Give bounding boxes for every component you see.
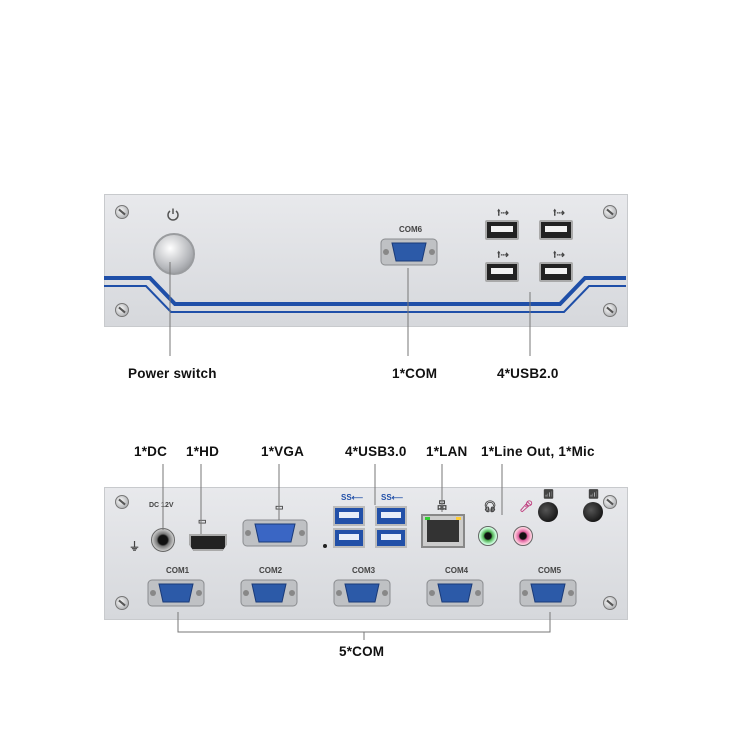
screw-icon (115, 495, 129, 509)
com3-silkscreen: COM3 (352, 566, 376, 575)
com-label: 1*COM (392, 366, 438, 381)
headphone-icon: 🎧︎ (483, 501, 497, 513)
com-group-label: 5*COM (339, 644, 385, 659)
vga-icon: ▭ (275, 502, 284, 512)
indicator-dot (323, 544, 327, 548)
power-icon (166, 207, 180, 221)
dc-label: 1*DC (134, 444, 168, 459)
vga-port[interactable] (242, 518, 308, 548)
dc-jack[interactable] (151, 528, 175, 552)
screw-icon (603, 596, 617, 610)
usb-icon: ⭫⇢ (553, 208, 565, 219)
back-panel: ⏚ DC 12V ▭ ▭ SS⟵ SS⟵ 品 🎧︎ 🎤︎ 📶︎ 📶︎ COM1 … (104, 487, 628, 620)
line-out-jack[interactable] (478, 526, 498, 546)
screw-icon (115, 596, 129, 610)
com6-silkscreen: COM6 (399, 225, 423, 234)
hd-label: 1*HD (186, 444, 220, 459)
wifi-icon: 📶︎ (543, 489, 555, 499)
ground-icon: ⏚ (129, 541, 140, 553)
usb3-label: 4*USB3.0 (345, 444, 407, 459)
usb-icon: ⭫⇢ (497, 250, 509, 261)
usb-icon: ⭫⇢ (553, 250, 565, 261)
vga-label: 1*VGA (261, 444, 305, 459)
antenna-port (583, 502, 603, 522)
screw-icon (603, 205, 617, 219)
com4-port[interactable] (426, 578, 484, 608)
usb3-icon: SS⟵ (381, 493, 404, 502)
usb-icon: ⭫⇢ (497, 208, 509, 219)
dc-silkscreen: DC 12V (149, 502, 174, 509)
power-switch-label: Power switch (128, 366, 217, 381)
usb2-label: 4*USB2.0 (497, 366, 559, 381)
usb3-port[interactable] (333, 506, 365, 526)
power-switch-button[interactable] (153, 233, 195, 275)
audio-label: 1*Line Out, 1*Mic (481, 444, 595, 459)
usb3-icon: SS⟵ (341, 493, 364, 502)
microphone-icon: 🎤︎ (519, 501, 533, 513)
lan-label: 1*LAN (426, 444, 468, 459)
usb2-port[interactable] (539, 220, 573, 240)
usb2-port[interactable] (539, 262, 573, 282)
com2-silkscreen: COM2 (259, 566, 283, 575)
usb3-port[interactable] (375, 528, 407, 548)
com5-silkscreen: COM5 (538, 566, 562, 575)
screw-icon (115, 303, 129, 317)
com1-silkscreen: COM1 (166, 566, 190, 575)
com1-port[interactable] (147, 578, 205, 608)
com5-port[interactable] (519, 578, 577, 608)
com3-port[interactable] (333, 578, 391, 608)
screw-icon (603, 303, 617, 317)
com2-port[interactable] (240, 578, 298, 608)
usb3-port[interactable] (375, 506, 407, 526)
screw-icon (603, 495, 617, 509)
network-icon: 品 (437, 501, 447, 512)
usb2-port[interactable] (485, 220, 519, 240)
mic-jack[interactable] (513, 526, 533, 546)
lan-port[interactable] (421, 514, 465, 548)
usb2-port[interactable] (485, 262, 519, 282)
front-panel: COM6 ⭫⇢ ⭫⇢ ⭫⇢ ⭫⇢ (104, 194, 628, 327)
hdmi-icon: ▭ (198, 516, 207, 526)
com4-silkscreen: COM4 (445, 566, 469, 575)
hdmi-port[interactable] (189, 534, 227, 551)
screw-icon (115, 205, 129, 219)
usb3-port[interactable] (333, 528, 365, 548)
com6-port[interactable] (380, 237, 438, 267)
wifi-icon: 📶︎ (588, 489, 600, 499)
antenna-port (538, 502, 558, 522)
